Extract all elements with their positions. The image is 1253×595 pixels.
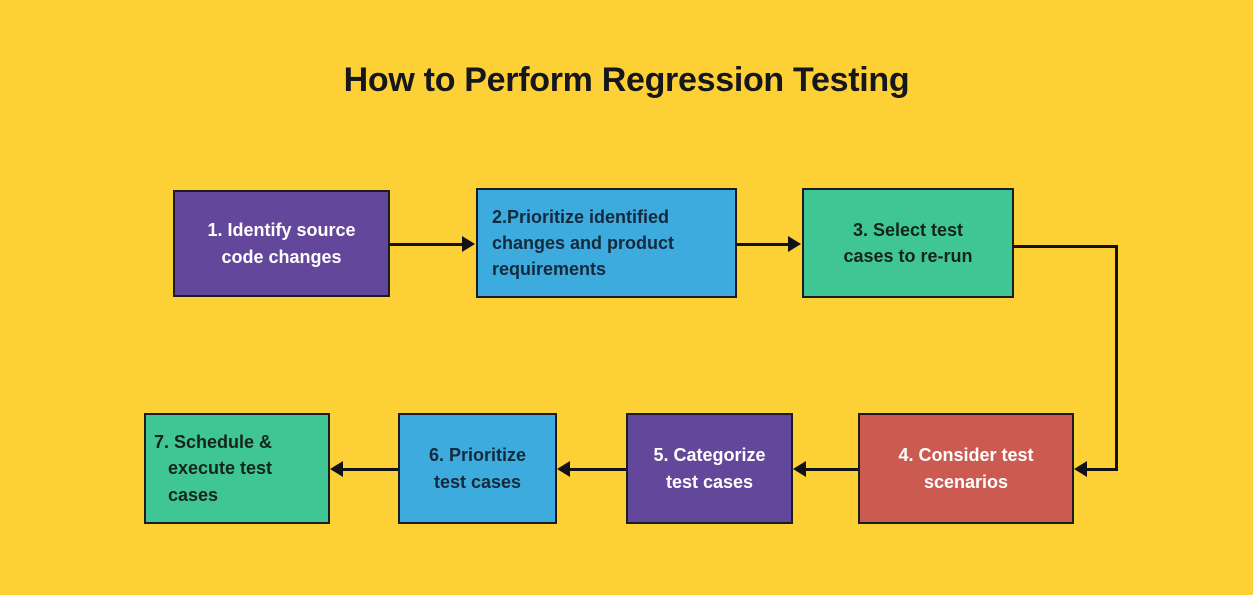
flow-node-step-6[interactable]: 6. Prioritize test cases (398, 413, 557, 524)
edge-step-5-to-step-6 (570, 468, 626, 471)
flow-node-label: 6. Prioritize test cases (428, 445, 527, 492)
edge-step-3-to-step-4-top (1013, 245, 1117, 248)
edge-arrowhead-step-4 (1074, 461, 1087, 477)
edge-arrowhead-step-3 (788, 236, 801, 252)
flow-node-label: 3. Select test cases to re-run (843, 219, 973, 266)
edge-step-1-to-step-2 (390, 243, 462, 246)
edge-step-3-to-step-4-side (1115, 245, 1118, 469)
flow-node-label: 1. Identify source code changes (207, 220, 356, 267)
page-title: How to Perform Regression Testing (343, 61, 910, 99)
edge-arrowhead-step-2 (462, 236, 475, 252)
edge-arrowhead-step-5 (793, 461, 806, 477)
flow-node-label: 2.Prioritize identified changes and prod… (492, 206, 675, 280)
edge-step-6-to-step-7 (343, 468, 398, 471)
edge-step-2-to-step-3 (737, 243, 788, 246)
flow-node-step-5[interactable]: 5. Categorize test cases (626, 413, 793, 524)
edge-step-4-to-step-5 (806, 468, 858, 471)
flow-node-step-1[interactable]: 1. Identify source code changes (173, 190, 390, 297)
flow-node-step-2[interactable]: 2.Prioritize identified changes and prod… (476, 188, 737, 298)
flow-node-label: 7. Schedule & execute test cases (154, 432, 273, 505)
edge-arrowhead-step-7 (330, 461, 343, 477)
flow-node-step-4[interactable]: 4. Consider test scenarios (858, 413, 1074, 524)
flow-node-step-7[interactable]: 7. Schedule & execute test cases (144, 413, 330, 524)
edge-arrowhead-step-6 (557, 461, 570, 477)
edge-step-3-to-step-4-bottom (1087, 468, 1118, 471)
flow-node-label: 4. Consider test scenarios (898, 445, 1034, 492)
flow-node-label: 5. Categorize test cases (653, 445, 766, 492)
flow-node-step-3[interactable]: 3. Select test cases to re-run (802, 188, 1014, 298)
